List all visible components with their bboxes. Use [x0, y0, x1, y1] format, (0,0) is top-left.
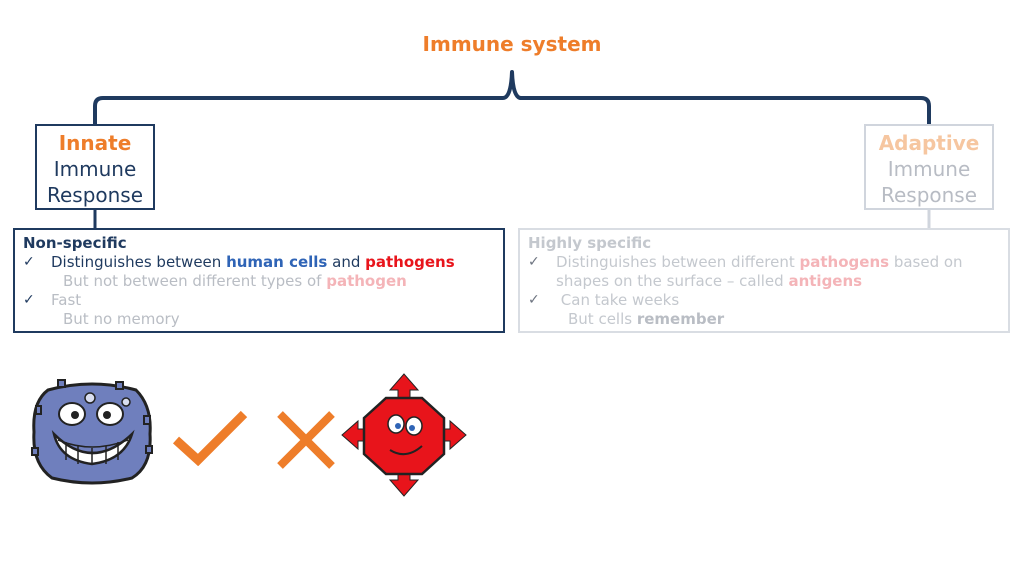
adaptive-heading: Adaptive: [878, 131, 980, 155]
adaptive-p1-pre: Distinguishes between different: [556, 253, 800, 271]
cross-icon: [277, 411, 335, 469]
brace-path: [93, 70, 931, 124]
tick-icon: ✓: [23, 254, 35, 270]
innate-p3: Fast: [51, 291, 82, 309]
innate-detail-box: Non-specific ✓ Distinguishes between huma…: [13, 228, 505, 333]
innate-subpoint-1: But not between different types of patho…: [23, 272, 495, 291]
adaptive-p1-post: based on shapes on the surface – called: [556, 253, 963, 290]
adaptive-response-box: Adaptive Immune Response: [864, 124, 994, 210]
brace-connector: [93, 70, 931, 228]
innate-p1-pathogens: pathogens: [365, 253, 455, 271]
adaptive-detail-box: Highly specific ✓ Distinguishes between d…: [518, 228, 1010, 333]
adaptive-subpoint-1: But cells remember: [528, 310, 1000, 329]
diagram-title: Immune system: [422, 32, 602, 56]
adaptive-detail-heading: Highly specific: [528, 234, 652, 252]
adaptive-p3-remember: remember: [636, 310, 725, 328]
adaptive-p1-pathogens: pathogens: [799, 253, 890, 271]
innate-p4: But no memory: [63, 310, 180, 328]
checkmark-icon: [172, 410, 248, 466]
adaptive-point-2: ✓ Can take weeks: [528, 291, 1000, 310]
adaptive-p3-pre: But cells: [568, 310, 637, 328]
innate-line-response: Response: [46, 183, 144, 207]
innate-heading: Innate: [58, 131, 132, 155]
tick-icon: ✓: [23, 292, 35, 308]
innate-point-1: ✓ Distinguishes between human cells and p…: [23, 253, 495, 272]
innate-p2-pre: But not between different types of: [63, 272, 327, 290]
human-cell-icon: [31, 379, 153, 485]
innate-p2-pathogen: pathogen: [326, 272, 407, 290]
innate-p1-mid: and: [327, 253, 366, 271]
adaptive-p2: Can take weeks: [560, 291, 680, 309]
adaptive-point-1: ✓ Distinguishes between different pathoge…: [528, 253, 1000, 291]
innate-line-immune: Immune: [53, 157, 137, 181]
tick-icon: ✓: [528, 292, 540, 308]
innate-p1-human: human cells: [226, 253, 328, 271]
innate-p1-pre: Distinguishes between: [51, 253, 227, 271]
pathogen-icon: [341, 373, 467, 497]
adaptive-line-immune: Immune: [887, 157, 971, 181]
tick-icon: ✓: [528, 254, 540, 270]
adaptive-line-response: Response: [880, 183, 978, 207]
innate-subpoint-2: But no memory: [23, 310, 495, 329]
innate-response-box: Innate Immune Response: [35, 124, 155, 210]
innate-point-2: ✓ Fast: [23, 291, 495, 310]
adaptive-p1-antigens: antigens: [788, 272, 863, 290]
innate-detail-heading: Non-specific: [23, 234, 127, 252]
